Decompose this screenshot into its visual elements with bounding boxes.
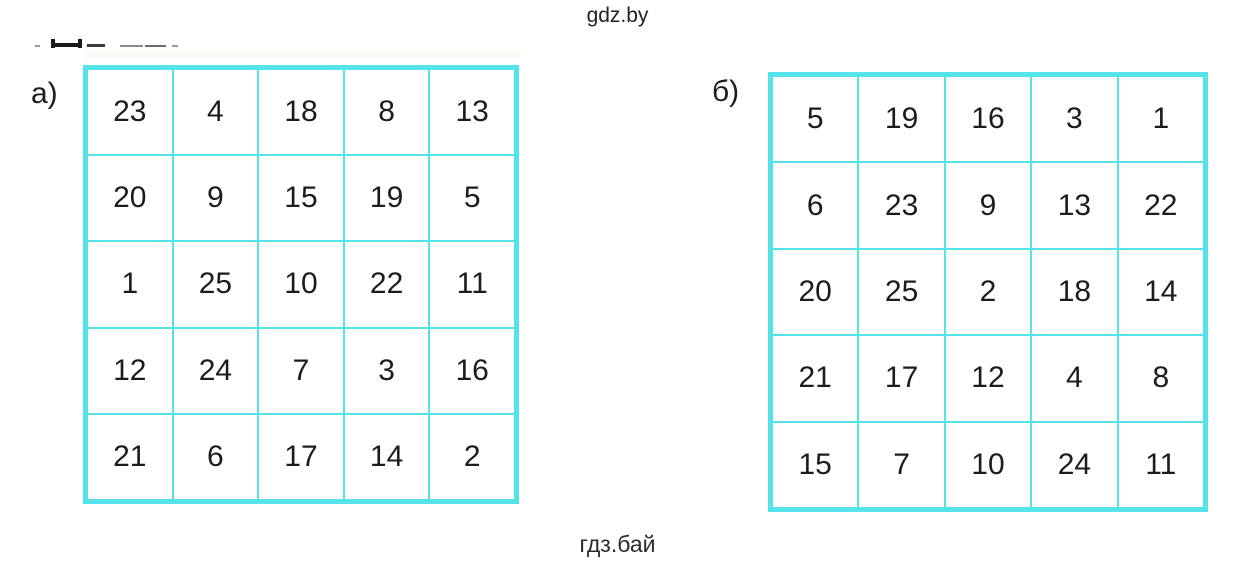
grid-b-cell: 25: [858, 248, 945, 336]
grid-a-cell: 14: [343, 413, 430, 500]
grid-a-label: а): [31, 77, 58, 110]
text-fragment: [145, 45, 166, 47]
grid-b-cell: 5: [772, 76, 859, 163]
grid-a-cell: 22: [343, 241, 430, 328]
grid-a-cell: 9: [172, 155, 259, 242]
grid-b-cell: 18: [1031, 248, 1118, 336]
grid-b-cell: 12: [944, 335, 1032, 422]
grid-b-cell: 13: [1031, 162, 1118, 249]
grid-b-cell: 3: [1031, 76, 1118, 163]
grid-a-cell: 16: [429, 327, 515, 414]
grid-b-cell: 6: [772, 162, 859, 249]
grid-a-cell: 11: [429, 241, 515, 328]
grid-b-cell: 8: [1117, 335, 1204, 422]
grid-a-cell: 5: [429, 155, 515, 242]
grid-b-cell: 15: [772, 421, 859, 508]
grid-a-cell: 8: [343, 69, 430, 156]
text-fragment: [35, 45, 40, 47]
watermark-top: gdz.by: [586, 4, 649, 27]
grid-b-cell: 7: [858, 421, 945, 508]
grid-a-cell: 3: [343, 327, 430, 414]
grid-b-cell: 16: [944, 76, 1032, 163]
grid-b-cell: 9: [944, 162, 1032, 249]
grid-a-table: 23 4 18 8 13 20 9 15 19 5 1 25 10 22 11 …: [83, 65, 519, 504]
grid-b-cell: 4: [1031, 335, 1118, 422]
watermark-bottom: гдз.бай: [579, 531, 656, 557]
grid-b-label: б): [712, 75, 740, 108]
grid-b-cell: 19: [858, 76, 945, 163]
grid-b-cell: 14: [1117, 248, 1204, 336]
text-fragment: [51, 39, 55, 48]
grid-b-cell: 20: [772, 248, 859, 336]
text-fragment: [54, 43, 78, 47]
clipped-text-fragments: [35, 39, 185, 49]
grid-a-cell: 23: [87, 69, 173, 156]
grid-a-cell: 12: [87, 327, 173, 414]
grid-a-cell: 4: [172, 69, 259, 156]
grid-a-cell: 2: [429, 413, 515, 500]
grid-b-cell: 10: [944, 421, 1032, 508]
grid-a-cell: 18: [258, 69, 344, 156]
grid-b-cell: 24: [1031, 421, 1118, 508]
grid-a-cell: 6: [172, 413, 259, 500]
text-fragment: [87, 44, 105, 47]
grid-b-cell: 1: [1117, 76, 1204, 163]
text-fragment: [172, 45, 178, 47]
grid-b-cell: 22: [1117, 162, 1204, 249]
grid-a-cell: 15: [258, 155, 344, 242]
grid-a-cell: 1: [87, 241, 173, 328]
grid-b-cell: 17: [858, 335, 945, 422]
grid-a-cell: 13: [429, 69, 515, 156]
text-fragment: [120, 45, 143, 47]
grid-a-cell: 10: [258, 241, 344, 328]
grid-a-cell: 7: [258, 327, 344, 414]
grid-b-cell: 21: [772, 335, 859, 422]
grid-a-cell: 19: [343, 155, 430, 242]
grid-b-cell: 2: [944, 248, 1032, 336]
grid-b-cell: 11: [1117, 421, 1204, 508]
grid-a-cell: 24: [172, 327, 259, 414]
grid-a-cell: 25: [172, 241, 259, 328]
text-fragment: [78, 39, 82, 48]
grid-a-cell: 21: [87, 413, 173, 500]
grid-a-cell: 17: [258, 413, 344, 500]
scan-artifact-band: [84, 50, 521, 58]
grid-b-cell: 23: [858, 162, 945, 249]
grid-b-table: 5 19 16 3 1 6 23 9 13 22 20 25 2 18 14 2…: [768, 72, 1208, 512]
grid-a-cell: 20: [87, 155, 173, 242]
